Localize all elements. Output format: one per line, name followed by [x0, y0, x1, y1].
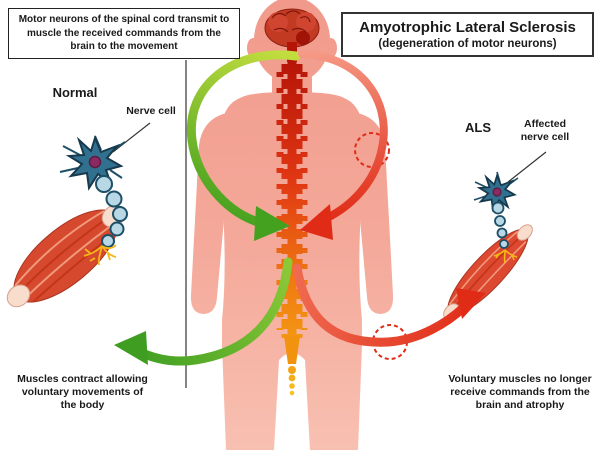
page-title: Amyotrophic Lateral Sclerosis — [359, 19, 576, 36]
als-neuron-icon — [473, 171, 519, 264]
description-text: Motor neurons of the spinal cord transmi… — [18, 14, 230, 52]
normal-nerve-ending-icon — [83, 244, 117, 266]
brain-icon — [264, 8, 320, 62]
normal-muscle-icon — [6, 204, 126, 308]
normal-signal-brain-arrow — [186, 50, 301, 241]
description-box: Motor neurons of the spinal cord transmi… — [8, 8, 240, 59]
als-signal-brain-arrow — [298, 50, 388, 240]
affected-nerve-cell-label: Affected nerve cell — [520, 118, 570, 144]
lesion-dashed-circle-upper — [354, 132, 390, 168]
als-label: ALS — [465, 120, 491, 135]
als-signal-muscle-arrow — [292, 263, 486, 347]
spinal-cord — [276, 62, 308, 396]
normal-neuron-icon — [59, 135, 128, 266]
muscles-contract-label: Muscles contract allowing voluntary move… — [17, 373, 148, 412]
page-subtitle: (degeneration of motor neurons) — [378, 38, 557, 50]
nerve-cell-label: Nerve cell — [126, 105, 176, 117]
als-nerve-ending-icon — [493, 249, 518, 264]
title-box: Amyotrophic Lateral Sclerosis (degenerat… — [341, 12, 594, 57]
leader-line-nerve-cell — [112, 122, 151, 153]
muscles-atrophy-label: Voluntary muscles no longer receive comm… — [448, 373, 592, 412]
normal-label: Normal — [52, 85, 98, 100]
leader-line-affected-nerve-cell — [507, 151, 547, 183]
als-muscle-icon — [443, 224, 533, 320]
normal-signal-muscle-arrow — [114, 257, 293, 366]
